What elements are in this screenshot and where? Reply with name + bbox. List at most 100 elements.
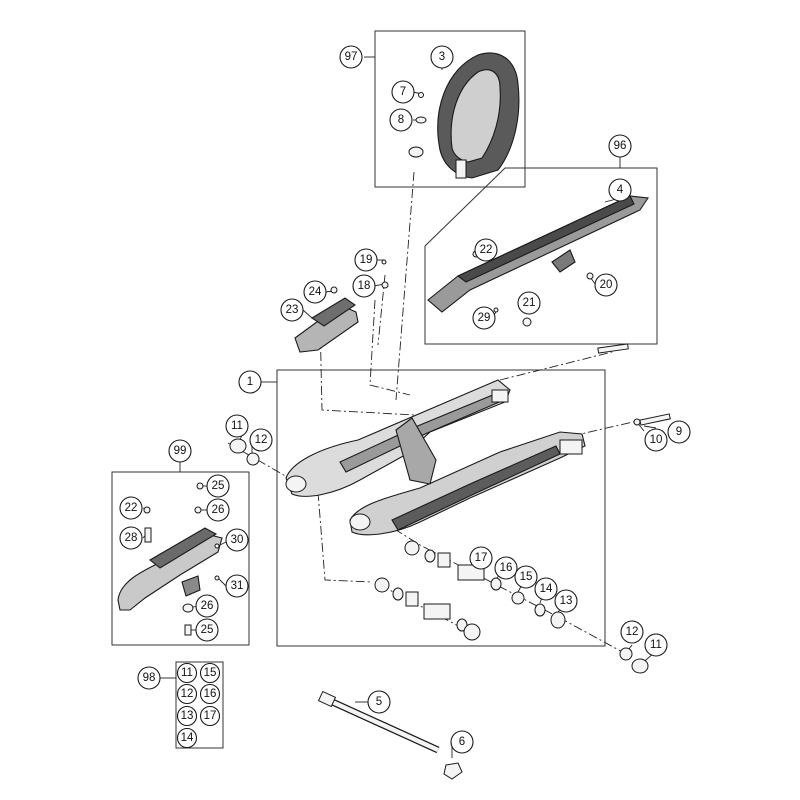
callout-22-chain-guard: 22: [474, 238, 498, 262]
callout-10: 10: [644, 428, 668, 452]
leader-lines: [142, 56, 657, 758]
callout-21: 21: [517, 291, 541, 315]
svg-text:26: 26: [212, 504, 225, 516]
box-97-chain-slider-guard: [374, 30, 526, 188]
svg-text:3: 3: [439, 51, 445, 63]
callout-25-bottom: 25: [195, 618, 219, 642]
svg-text:13: 13: [181, 710, 194, 722]
svg-text:24: 24: [309, 286, 322, 298]
callout-24: 24: [303, 280, 327, 304]
svg-text:1: 1: [247, 376, 253, 388]
callout-20: 20: [594, 273, 618, 297]
callout-3: 3: [430, 45, 454, 69]
callout-17: 17: [469, 546, 493, 570]
svg-text:97: 97: [345, 51, 358, 63]
kit98-item-11: 11: [176, 662, 198, 684]
box-96-chain-guard: [424, 167, 658, 345]
callout-96: 96: [608, 134, 632, 158]
callout-97: 97: [339, 45, 363, 69]
svg-text:25: 25: [212, 480, 225, 492]
chain-slider-guard-part: [408, 52, 520, 179]
svg-text:30: 30: [231, 534, 244, 546]
svg-text:4: 4: [617, 184, 624, 196]
callout-15: 15: [514, 565, 538, 589]
box-1-swingarm: [276, 369, 606, 647]
svg-text:10: 10: [650, 434, 663, 446]
svg-text:14: 14: [181, 732, 194, 744]
svg-text:99: 99: [174, 445, 187, 457]
svg-text:15: 15: [520, 571, 533, 583]
svg-text:96: 96: [614, 140, 627, 152]
svg-text:6: 6: [459, 736, 465, 748]
pivot-hardware: [229, 343, 671, 674]
callout-12-left: 12: [249, 428, 273, 452]
bearing-stack-part: [374, 540, 566, 641]
svg-text:8: 8: [398, 114, 404, 126]
kit98-item-17: 17: [199, 705, 221, 727]
svg-text:12: 12: [626, 626, 639, 638]
svg-text:17: 17: [204, 710, 217, 722]
callout-11-left: 11: [225, 414, 249, 438]
kit98-item-13: 13: [176, 705, 198, 727]
svg-text:12: 12: [255, 434, 268, 446]
callout-30: 30: [225, 528, 249, 552]
svg-text:26: 26: [201, 600, 214, 612]
svg-text:25: 25: [201, 624, 214, 636]
svg-text:11: 11: [231, 420, 243, 432]
svg-text:23: 23: [286, 304, 299, 316]
svg-text:20: 20: [600, 279, 613, 291]
svg-text:98: 98: [143, 672, 156, 684]
callout-98: 98: [137, 666, 161, 690]
callout-28: 28: [119, 526, 143, 550]
svg-text:7: 7: [400, 86, 406, 98]
kit98-item-15: 15: [199, 662, 221, 684]
svg-text:22: 22: [480, 244, 493, 256]
svg-text:17: 17: [475, 552, 488, 564]
callout-4: 4: [608, 178, 632, 202]
callout-9: 9: [667, 420, 691, 444]
callout-23: 23: [280, 298, 304, 322]
svg-text:18: 18: [358, 280, 371, 292]
svg-text:16: 16: [500, 562, 513, 574]
kit98-item-14: 14: [176, 727, 198, 749]
callout-6: 6: [450, 730, 474, 754]
svg-text:5: 5: [376, 696, 382, 708]
svg-text:12: 12: [181, 688, 194, 700]
svg-text:9: 9: [676, 426, 682, 438]
svg-text:13: 13: [560, 595, 573, 607]
callout-19: 19: [354, 248, 378, 272]
svg-text:11: 11: [181, 667, 193, 679]
callout-31: 31: [225, 574, 249, 598]
swingarm-part: [285, 379, 586, 536]
box-98-bearing-kit: [175, 661, 224, 749]
svg-text:16: 16: [204, 688, 217, 700]
chain-guide-block-part: [294, 259, 389, 353]
callout-26-bottom: 26: [195, 594, 219, 618]
callout-22-chain-guide: 22: [119, 496, 143, 520]
callout-26-top: 26: [206, 498, 230, 522]
callout-25-top: 25: [206, 474, 230, 498]
chain-guard-part: [427, 195, 649, 327]
callout-29: 29: [472, 306, 496, 330]
callout-7: 7: [391, 80, 415, 104]
kit98-item-12: 12: [176, 683, 198, 705]
callout-99: 99: [168, 439, 192, 463]
callout-11-right: 11: [644, 633, 668, 657]
svg-text:15: 15: [204, 667, 217, 679]
pivot-shaft-part: [317, 690, 463, 780]
svg-text:14: 14: [540, 583, 553, 595]
chain-guide-assembly-part: [117, 482, 223, 636]
callout-18: 18: [352, 274, 376, 298]
svg-text:22: 22: [125, 502, 138, 514]
svg-text:29: 29: [478, 312, 491, 324]
callout-5: 5: [367, 690, 391, 714]
callout-13: 13: [554, 589, 578, 613]
svg-text:21: 21: [523, 297, 536, 309]
box-99-chain-guide: [111, 471, 250, 646]
svg-text:28: 28: [125, 532, 138, 544]
svg-text:19: 19: [360, 254, 373, 266]
svg-text:31: 31: [231, 580, 244, 592]
callout-14: 14: [534, 577, 558, 601]
callout-8: 8: [389, 108, 413, 132]
